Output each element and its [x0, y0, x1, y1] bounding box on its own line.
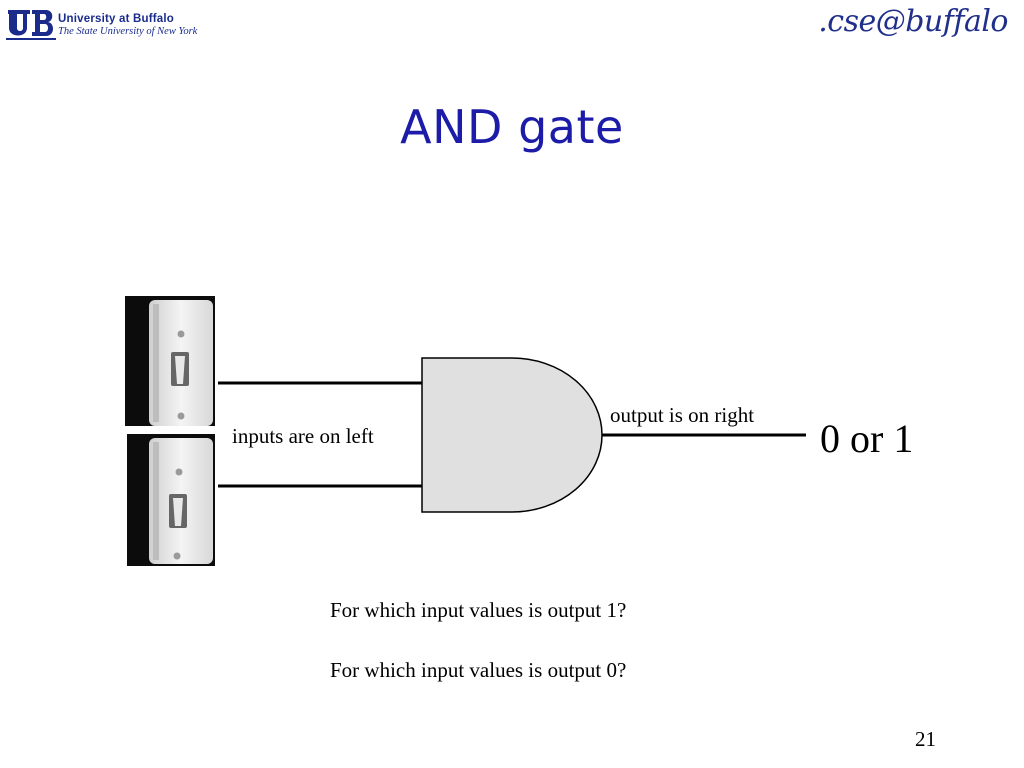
- output-label: output is on right: [610, 403, 755, 427]
- university-name: University at Buffalo: [58, 13, 175, 25]
- inputs-label: inputs are on left: [232, 424, 374, 448]
- question-output-1: For which input values is output 1?: [330, 598, 627, 622]
- light-switch-icon: [125, 296, 215, 426]
- question-output-0: For which input values is output 0?: [330, 658, 627, 682]
- ub-logo: University at Buffalo The State Universi…: [6, 8, 206, 42]
- and-gate-diagram: [218, 357, 806, 513]
- page-number: 21: [915, 727, 936, 751]
- university-subtitle: The State University of New York: [58, 26, 198, 37]
- ub-monogram-icon: [6, 10, 56, 40]
- and-gate-icon: [421, 357, 603, 513]
- ub-text-block: University at Buffalo The State Universi…: [58, 13, 197, 38]
- cse-buffalo-logo: .cse@buffalo: [818, 4, 1008, 39]
- output-value-label: 0 or 1: [820, 416, 914, 461]
- light-switch-icon: [127, 434, 215, 566]
- slide-title: AND gate: [400, 100, 624, 154]
